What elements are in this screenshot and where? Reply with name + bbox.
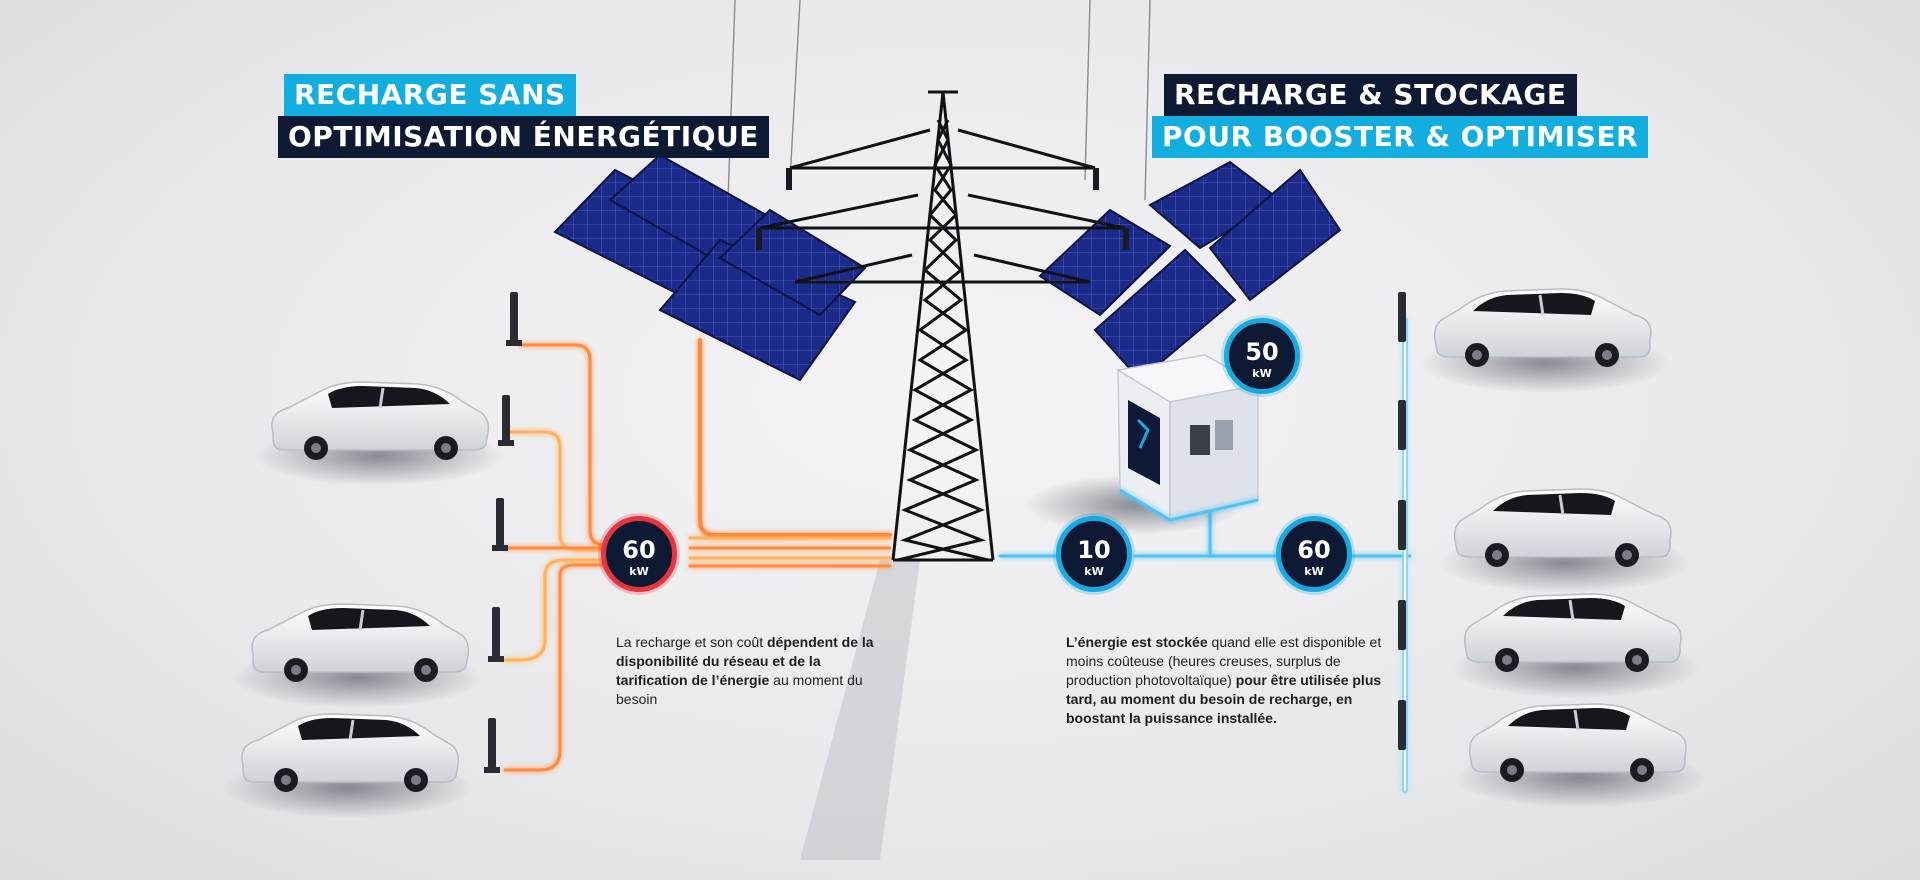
ev-charger-icon	[484, 292, 522, 773]
left-title-line1: RECHARGE SANS	[284, 74, 576, 116]
overhead-cables	[727, 0, 1151, 201]
power-gauge-grid: 10 kW	[1056, 516, 1132, 592]
car-icon	[1440, 488, 1690, 593]
gauge-unit: kW	[1252, 367, 1272, 380]
car-icon	[1455, 703, 1705, 808]
battery-storage-container-icon	[1025, 354, 1261, 535]
power-gauge-storage: 50 kW	[1224, 318, 1300, 394]
right-description: L’énergie est stockée quand elle est dis…	[1066, 633, 1396, 728]
cars-group	[223, 288, 1705, 818]
left-title-line2: OPTIMISATION ÉNERGÉTIQUE	[278, 116, 769, 158]
gauge-value: 60	[622, 536, 656, 564]
insulators	[756, 168, 1129, 250]
ev-charger-icon	[1398, 292, 1406, 750]
solar-panel-icon	[553, 153, 867, 382]
power-lines-red	[503, 338, 892, 772]
left-description: La recharge et son coût dépendent de la …	[616, 633, 876, 709]
gauge-value: 50	[1245, 338, 1279, 366]
power-gauge-output: 60 kW	[1276, 516, 1352, 592]
car-icon	[1450, 593, 1700, 698]
power-gauge-left: 60 kW	[601, 516, 677, 592]
gauge-unit: kW	[1084, 565, 1104, 578]
car-icon	[233, 603, 483, 708]
desc-bold: pour être utilisée plus tard, au moment …	[1066, 672, 1382, 726]
right-title-line2: POUR BOOSTER & OPTIMISER	[1152, 116, 1649, 158]
desc-text: quand elle est disponible et moins coûte…	[1066, 634, 1382, 688]
desc-text: au moment du besoin	[616, 672, 863, 707]
desc-bold: dépendent de la disponibilité du réseau …	[616, 634, 874, 688]
right-title-line1: RECHARGE & STOCKAGE	[1164, 74, 1577, 116]
electric-pylon-icon	[759, 90, 1126, 562]
gauge-value: 10	[1077, 536, 1111, 564]
car-icon	[253, 381, 503, 486]
car-icon	[1420, 288, 1670, 393]
gauge-value: 60	[1297, 536, 1331, 564]
gauge-unit: kW	[1304, 565, 1324, 578]
gauge-unit: kW	[629, 565, 649, 578]
desc-text: La recharge et son coût	[616, 634, 767, 650]
solar-panel-icon	[1038, 160, 1342, 382]
pylon-shadow	[800, 560, 920, 860]
desc-bold: L’énergie est stockée	[1066, 634, 1208, 650]
car-icon	[223, 713, 473, 818]
